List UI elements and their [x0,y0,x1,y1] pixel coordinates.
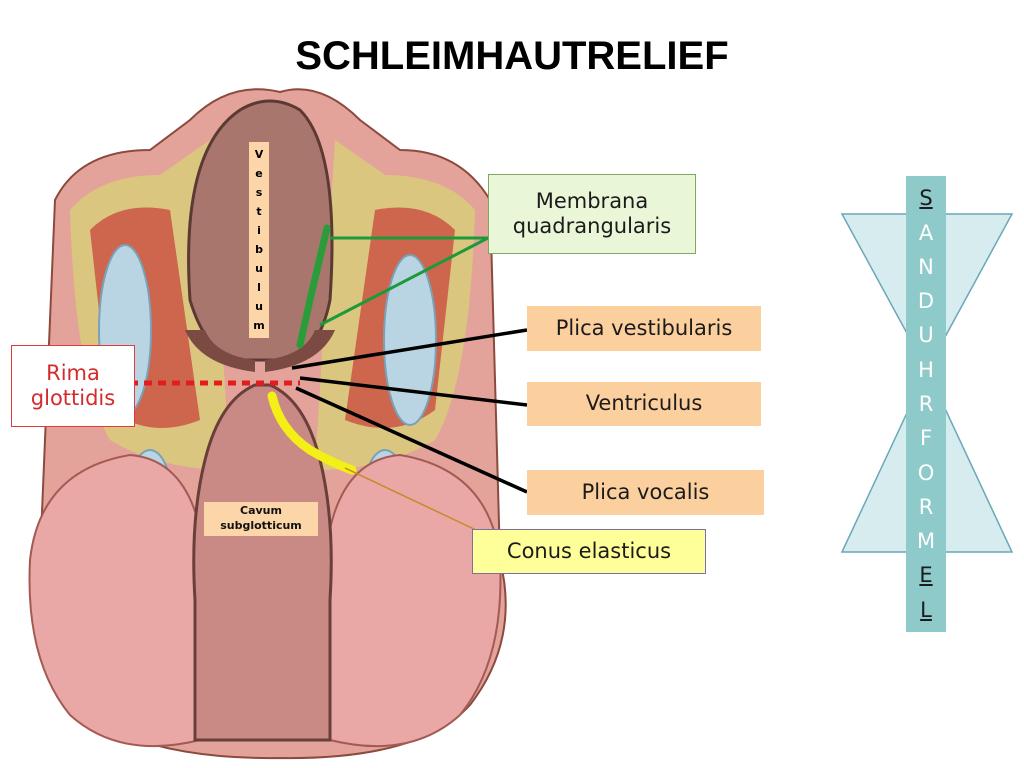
ventriculus-label: Ventriculus [527,382,761,426]
vestibulum-letter: s [255,186,263,199]
sanduhr-letter: E [919,563,933,588]
sanduhr-letter: D [917,289,935,314]
sanduhr-letter: U [918,323,934,348]
plica-vestibularis-label: Plica vestibularis [527,306,761,351]
sanduhr-letter: R [918,391,934,416]
sanduhr-letter: M [916,529,936,554]
sanduhr-letter: L [920,597,932,622]
muscle-mass-right [323,453,502,748]
subglottic-cavity [192,383,333,742]
cartilage-right [383,254,437,426]
sanduhr-letter: F [919,426,933,451]
membrana-pointer-2 [319,236,489,327]
muscle-mass-left [28,453,207,748]
cavum-subglotticum-label: Cavum subglotticum [204,502,318,536]
slide-title: SCHLEIMHAUTRELIEF [295,34,729,78]
sanduhr-letter: N [918,254,934,279]
vestibulum-letter: u [255,300,263,313]
vestibulum-letter: e [255,167,263,180]
membrana-label: Membrana quadrangularis [488,174,696,254]
vestibulum-letter: i [257,224,261,237]
conus-elasticus-highlight [267,391,357,475]
vestibulum-letter: V [254,148,264,161]
sanduhr-letter: R [918,494,934,519]
ventriculus-pointer [299,376,528,407]
vestibulum-letter: u [255,262,263,275]
vestibulum-letter: b [255,243,263,256]
conus-elasticus-label: Conus elasticus [472,529,706,574]
sanduhr-letter: S [919,186,933,211]
membrana-line [296,224,331,349]
vestibulum-letter: m [253,319,265,332]
sanduhrformel-column: S A N D U H R F O R M E L [906,176,946,632]
sanduhr-letter: H [918,357,934,382]
sanduhr-letter: O [917,460,935,485]
plica-vocalis-pointer [295,386,528,494]
vestibular-fold-right [265,330,335,372]
vestibulum-letter: t [256,205,262,218]
sanduhr-letter: A [918,220,934,245]
vestibulum-letter: l [257,281,261,294]
plica-vocalis-label: Plica vocalis [527,470,764,515]
vestibular-fold-left [185,330,255,372]
vestibulum-label: V e s t i b u l u m [249,142,269,338]
rima-glottidis-label: Rima glottidis [11,345,135,427]
plica-vestibularis-pointer [291,328,528,370]
conus-elasticus-pointer [344,467,477,531]
